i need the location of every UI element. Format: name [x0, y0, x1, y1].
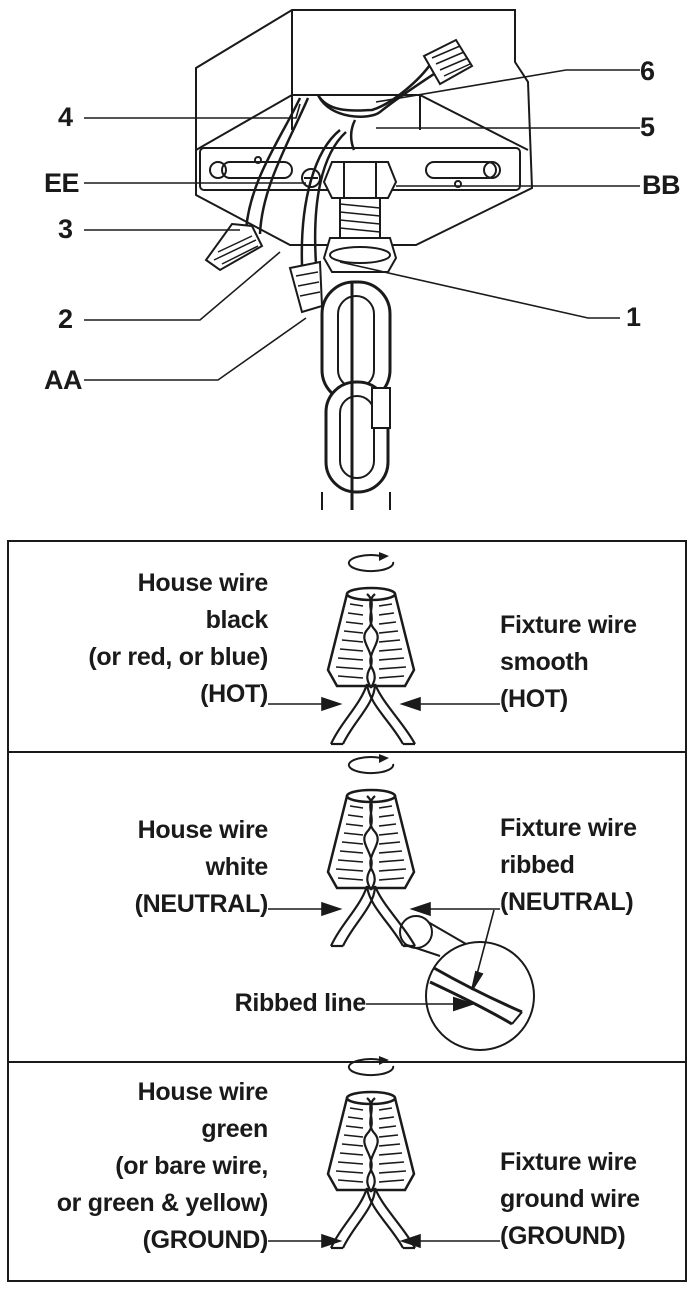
callout-1: 1 — [626, 302, 641, 332]
wire-nut-hot — [326, 550, 417, 746]
callout-6: 6 — [640, 56, 655, 86]
fixture-wire-hot-label: Fixture wire smooth (HOT) — [500, 611, 637, 713]
ribbed-line-label: Ribbed line — [234, 989, 367, 1017]
house-wire-neutral-label: House wire white (NEUTRAL) — [134, 816, 269, 918]
house-wire-ground-label: House wire green (or bare wire, or green… — [56, 1078, 269, 1254]
panel-arrows — [268, 696, 500, 1249]
house-wire-hot-label: House wire black (or red, or blue) (HOT) — [88, 569, 268, 708]
callout-4: 4 — [58, 102, 73, 132]
ribbed-line-detail — [366, 909, 535, 1051]
wire-nut-ground — [326, 1054, 417, 1250]
callout-leaders — [84, 69, 640, 381]
fixture-wire-neutral-label: Fixture wire ribbed (NEUTRAL) — [500, 814, 637, 916]
canopy-assembly — [195, 9, 534, 510]
fixture-wire-ground-label: Fixture wire ground wire (GROUND) — [500, 1148, 640, 1250]
callout-2: 2 — [58, 304, 73, 334]
callout-5: 5 — [640, 112, 655, 142]
callout-aa: AA — [44, 365, 83, 395]
callout-bb: BB — [642, 170, 681, 200]
callout-3: 3 — [58, 214, 73, 244]
connection-panels — [7, 540, 687, 1282]
wire-nut-neutral — [326, 752, 417, 948]
callout-ee: EE — [44, 168, 80, 198]
